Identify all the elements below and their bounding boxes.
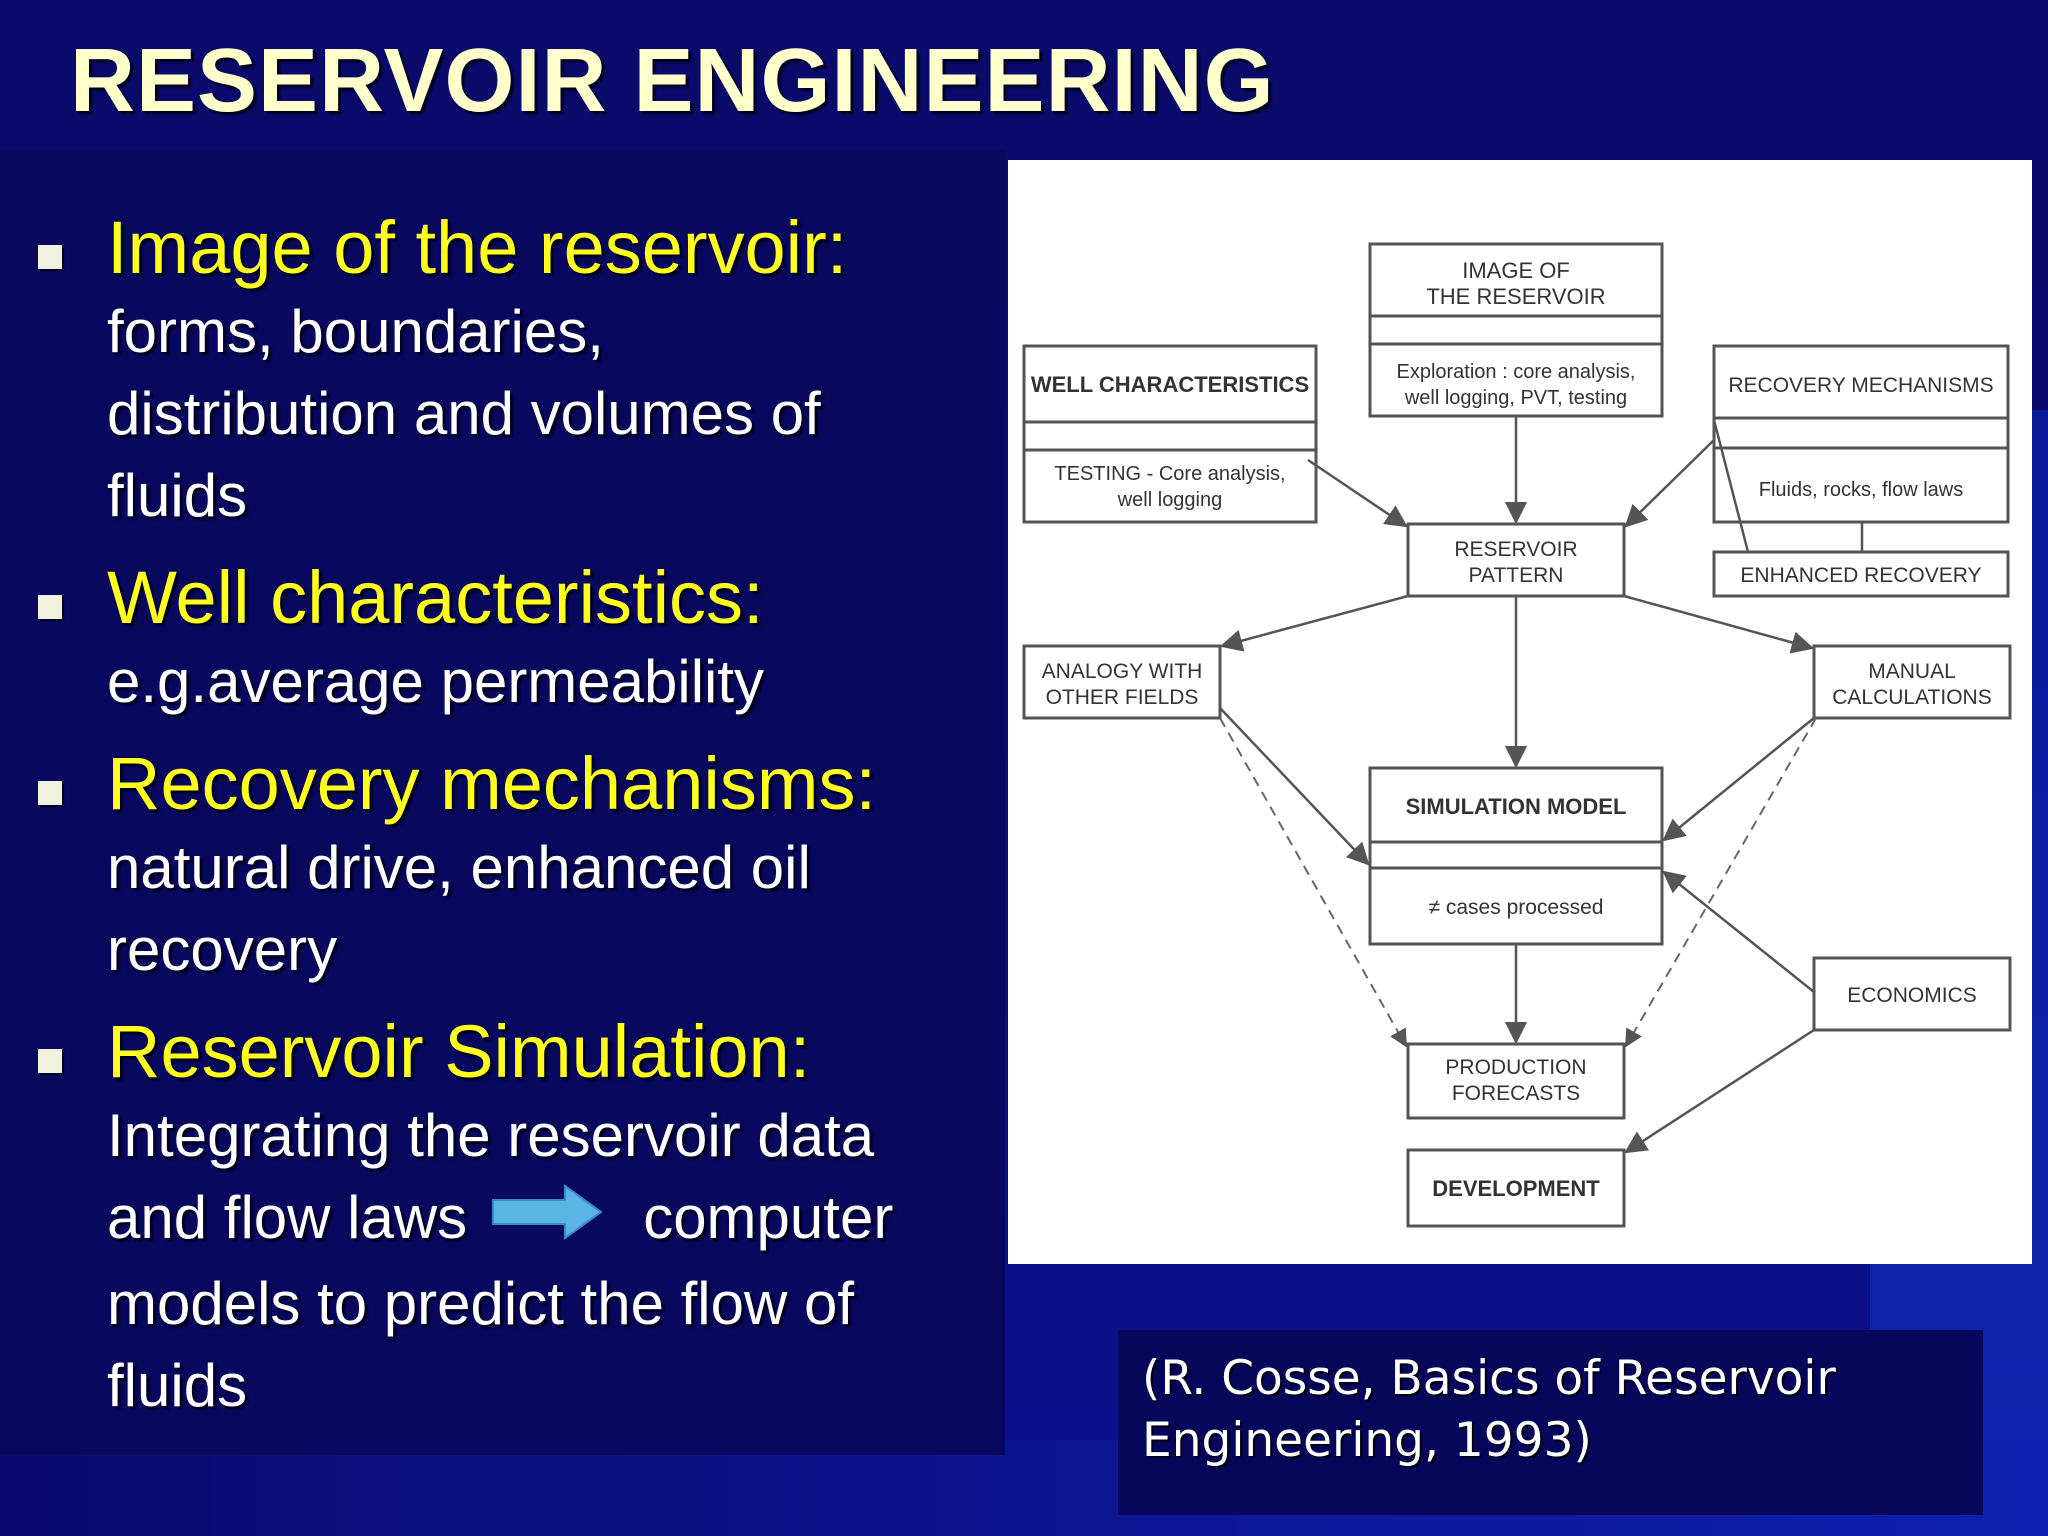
diagram-label: Fluids, rocks, flow laws [1759,479,1964,501]
diagram-label: RESERVOIR [1454,538,1577,561]
box-well-characteristics [1022,344,1318,524]
diagram-label: ENHANCED RECOVERY [1740,564,1981,587]
diagram-dashed-links [1219,717,1817,1048]
diagram-label: TESTING - Core analysis, [1054,463,1285,485]
bullet-recovery-mechanisms: Recovery mechanisms: natural drive, enha… [30,741,1010,991]
diagram-label: ECONOMICS [1847,984,1977,1007]
bullet-heading: Recovery mechanisms: [107,742,877,825]
citation-box: (R. Cosse, Basics of Reservoir Engineeri… [1118,1330,1983,1515]
diagram-label: ANALOGY WITH [1042,660,1203,683]
bullet-list: Image of the reservoir: forms, boundarie… [30,205,1010,1445]
diagram-label: PATTERN [1469,564,1564,587]
right-arrow-icon [489,1181,605,1263]
bullet-image-of-reservoir: Image of the reservoir: forms, boundarie… [30,205,1010,537]
diagram-label: well logging [1117,489,1223,511]
box-enhanced-recovery [1712,550,2010,598]
diagram-label: FORECASTS [1452,1082,1580,1105]
diagram-label: CALCULATIONS [1832,686,1991,709]
slide-title: RESERVOIR ENGINEERING [70,31,1275,131]
box-analogy-other-fields [1022,644,1222,720]
diagram-label: IMAGE OF [1462,258,1570,283]
flow-diagram: IMAGE OF THE RESERVOIR Exploration : cor… [1022,242,2012,1228]
box-recovery-mechanisms [1712,344,2010,524]
bullet-heading: Well characteristics: [107,556,764,639]
diagram-label: OTHER FIELDS [1046,686,1199,709]
box-economics [1812,956,2012,1032]
diagram-label: MANUAL [1868,660,1956,683]
citation-line: Engineering, 1993) [1142,1413,1592,1468]
diagram-label: ≠ cases processed [1429,896,1604,919]
diagram-label: THE RESERVOIR [1426,284,1605,309]
flow-diagram-figure: IMAGE OF THE RESERVOIR Exploration : cor… [1008,160,2032,1264]
bullet-body: natural drive, enhanced oil recovery [107,834,811,983]
diagram-arrows [1219,416,1815,1154]
diagram-label: RECOVERY MECHANISMS [1728,374,1993,397]
diagram-connectors [1712,419,1864,553]
diagram-label: PRODUCTION [1445,1056,1586,1079]
bullet-square-icon [38,595,62,619]
box-production-forecasts [1406,1042,1626,1120]
bullet-heading: Reservoir Simulation: [107,1010,811,1093]
box-manual-calculations [1812,644,2012,720]
bullet-body: Integrating the reservoir data and flow … [107,1102,894,1420]
bullet-well-characteristics: Well characteristics: e.g.average permea… [30,555,1010,723]
bullet-square-icon [38,781,62,805]
diagram-label: well logging, PVT, testing [1404,387,1627,409]
bullet-square-icon [38,1049,62,1073]
diagram-label: Exploration : core analysis, [1396,361,1635,383]
box-simulation-model [1368,766,1664,946]
diagram-label: SIMULATION MODEL [1406,794,1627,819]
text-panel-background [0,150,1005,1455]
diagram-label: WELL CHARACTERISTICS [1031,372,1309,397]
bullet-body: forms, boundaries, distribution and volu… [107,298,821,529]
diagram-label: DEVELOPMENT [1432,1176,1600,1201]
box-image-of-reservoir [1368,242,1664,418]
citation-line: (R. Cosse, Basics of Reservoir [1142,1351,1836,1406]
bullet-heading: Image of the reservoir: [107,206,848,289]
bullet-reservoir-simulation: Reservoir Simulation: Integrating the re… [30,1009,1010,1427]
bullet-square-icon [38,245,62,269]
box-development [1406,1148,1626,1228]
bullet-body: e.g.average permeability [107,648,765,715]
